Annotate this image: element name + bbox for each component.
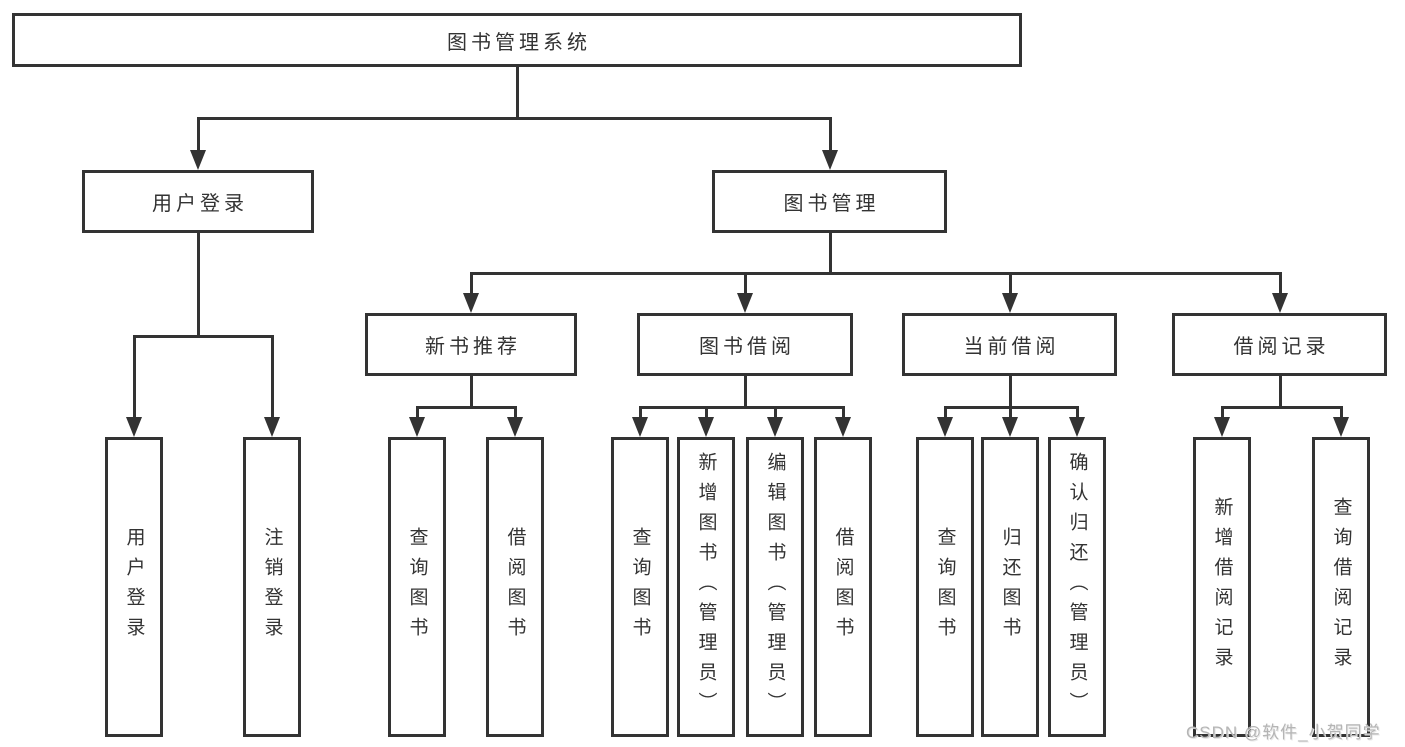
connector-line — [1220, 406, 1224, 425]
connector-line — [1008, 406, 1012, 425]
arrowhead-icon — [1002, 293, 1018, 313]
arrowhead-icon — [822, 150, 838, 170]
connector-line — [132, 335, 136, 425]
arrowhead-icon — [1214, 417, 1230, 437]
connector-line — [773, 406, 777, 425]
connector-line — [270, 335, 274, 425]
leaf-label: 借阅图书 — [832, 527, 854, 647]
connector-line — [828, 117, 832, 158]
connector-line — [196, 117, 832, 120]
arrowhead-icon — [463, 293, 479, 313]
arrowhead-icon — [264, 417, 280, 437]
connector-line — [743, 376, 747, 409]
connector-line — [638, 406, 642, 425]
connector-line — [704, 406, 708, 425]
node-label: 借阅记录 — [1233, 336, 1330, 358]
connector-line — [743, 272, 747, 301]
arrowhead-icon — [737, 293, 753, 313]
connector-line — [638, 406, 845, 409]
leaf-logout: 注销登录 — [243, 437, 301, 737]
connector-line — [1008, 376, 1012, 409]
leaf-add-books-admin: 新增图书（管理员） — [677, 437, 735, 737]
arrowhead-icon — [507, 417, 523, 437]
leaf-query-books-1: 查询图书 — [388, 437, 446, 737]
leaf-label: 用户登录 — [123, 527, 145, 647]
connector-line — [943, 406, 947, 425]
connector-line — [132, 335, 274, 338]
arrowhead-icon — [1272, 293, 1288, 313]
arrowhead-icon — [409, 417, 425, 437]
leaf-query-books-2: 查询图书 — [611, 437, 669, 737]
leaf-label: 编辑图书（管理员） — [764, 452, 786, 722]
leaf-confirm-return-admin: 确认归还（管理员） — [1048, 437, 1106, 737]
node-current-borrow: 当前借阅 — [902, 313, 1117, 376]
leaf-edit-books-admin: 编辑图书（管理员） — [746, 437, 804, 737]
connector-line — [196, 117, 200, 158]
node-label: 图书管理系统 — [447, 31, 591, 54]
node-label: 图书管理 — [783, 193, 880, 215]
arrowhead-icon — [1069, 417, 1085, 437]
connector-line — [1075, 406, 1079, 425]
arrowhead-icon — [937, 417, 953, 437]
connector-line — [469, 272, 473, 301]
connector-line — [469, 272, 1282, 275]
arrowhead-icon — [767, 417, 783, 437]
connector-line — [515, 67, 519, 120]
arrowhead-icon — [1002, 417, 1018, 437]
arrowhead-icon — [698, 417, 714, 437]
connector-line — [1008, 272, 1012, 301]
connector-line — [841, 406, 845, 425]
csdn-watermark: CSDN @软件_小贺同学 — [1186, 723, 1381, 742]
leaf-label: 注销登录 — [261, 527, 283, 647]
leaf-query-borrow-record: 查询借阅记录 — [1312, 437, 1370, 737]
arrowhead-icon — [1333, 417, 1349, 437]
connector-line — [828, 233, 832, 275]
node-new-book-recommend: 新书推荐 — [365, 313, 577, 376]
node-library-management-system: 图书管理系统 — [12, 13, 1022, 67]
connector-line — [415, 406, 517, 409]
leaf-borrow-books-2: 借阅图书 — [814, 437, 872, 737]
leaf-label: 查询借阅记录 — [1330, 497, 1352, 677]
leaf-borrow-books-1: 借阅图书 — [486, 437, 544, 737]
node-user-login: 用户登录 — [82, 170, 314, 233]
connector-line — [415, 406, 419, 425]
connector-line — [1339, 406, 1343, 425]
leaf-label: 查询图书 — [934, 527, 956, 647]
leaf-add-borrow-record: 新增借阅记录 — [1193, 437, 1251, 737]
leaf-label: 查询图书 — [406, 527, 428, 647]
connector-line — [513, 406, 517, 425]
leaf-label: 归还图书 — [999, 527, 1021, 647]
leaf-query-books-3: 查询图书 — [916, 437, 974, 737]
arrowhead-icon — [190, 150, 206, 170]
connector-line — [1278, 272, 1282, 301]
connector-line — [196, 233, 200, 337]
leaf-label: 新增图书（管理员） — [695, 452, 717, 722]
node-book-borrow: 图书借阅 — [637, 313, 853, 376]
node-label: 图书借阅 — [699, 336, 795, 358]
node-label: 新书推荐 — [425, 336, 521, 358]
leaf-label: 借阅图书 — [504, 527, 526, 647]
node-label: 用户登录 — [152, 193, 248, 215]
leaf-label: 确认归还（管理员） — [1066, 452, 1088, 722]
arrowhead-icon — [126, 417, 142, 437]
connector-line — [1220, 406, 1343, 409]
node-label: 当前借阅 — [963, 336, 1060, 358]
arrowhead-icon — [835, 417, 851, 437]
connector-line — [469, 376, 473, 409]
node-borrow-records: 借阅记录 — [1172, 313, 1387, 376]
node-book-management: 图书管理 — [712, 170, 947, 233]
arrowhead-icon — [632, 417, 648, 437]
leaf-label: 新增借阅记录 — [1211, 497, 1233, 677]
leaf-user-login: 用户登录 — [105, 437, 163, 737]
connector-line — [1278, 376, 1282, 409]
leaf-return-books: 归还图书 — [981, 437, 1039, 737]
leaf-label: 查询图书 — [629, 527, 651, 647]
